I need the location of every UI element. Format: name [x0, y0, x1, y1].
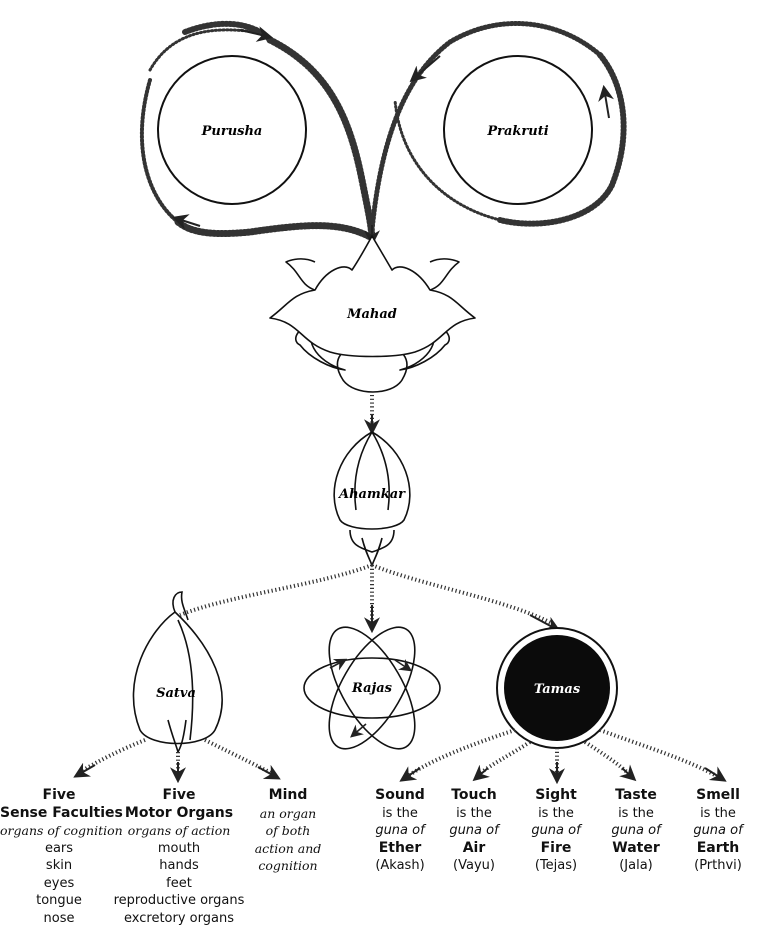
taste-line1: is the [618, 805, 654, 821]
mind-column: Mind an organ of both action and cogniti… [248, 787, 328, 875]
rajas-center [350, 666, 394, 710]
rajas-label: Rajas [351, 681, 393, 696]
mind-title: Mind [268, 787, 308, 803]
sense-item: tongue [36, 893, 82, 908]
sight-sense: Sight [535, 787, 577, 803]
sound-column: Sound is the guna of Ether (Akash) [360, 787, 440, 875]
sight-column: Sight is the guna of Fire (Tejas) [516, 787, 596, 875]
sense-item: ears [44, 840, 74, 856]
purusha-label: Purusha [201, 124, 263, 139]
taste-line2: guna of [611, 823, 661, 838]
mahad-lotus [269, 235, 476, 393]
sense-faculties-subtitle: organs of cognition [0, 823, 123, 838]
purusha-circle [157, 55, 307, 205]
rajas-orbit-arrows [329, 658, 413, 738]
sense-faculties-column: Five Sense Faculties organs of cognition… [0, 787, 123, 927]
smell-element: Earth [696, 839, 740, 856]
sense-faculties-title-2: Sense Faculties [0, 804, 123, 821]
smell-column: Smell is the guna of Earth (Prthvi) [678, 787, 758, 875]
smell-sanskrit: (Prthvi) [694, 858, 742, 873]
sense-item: nose [43, 910, 75, 926]
sight-line1: is the [538, 805, 574, 821]
sight-line2: guna of [531, 823, 581, 838]
motor-item: feet [166, 875, 192, 891]
touch-sense: Touch [451, 787, 497, 803]
taste-sanskrit: (Jala) [619, 858, 653, 873]
motor-item: hands [159, 858, 199, 873]
motor-organs-title-2: Motor Organs [124, 804, 234, 821]
touch-column: Touch is the guna of Air (Vayu) [434, 787, 514, 875]
links-ahamkar-gunas [179, 563, 556, 627]
arrows-tamas-branches [399, 762, 727, 785]
satva-label: Satva [156, 686, 196, 701]
sense-item: skin [45, 858, 73, 873]
motor-item: mouth [157, 840, 201, 856]
rajas-atom [303, 626, 441, 750]
smell-sense: Smell [696, 787, 740, 803]
touch-line1: is the [456, 805, 492, 821]
mind-line: of both [265, 823, 311, 838]
sense-item: eyes [43, 875, 75, 891]
smell-line2: guna of [693, 823, 743, 838]
mind-line: an organ [259, 805, 317, 821]
ahamkar-label: Ahamkar [337, 487, 406, 502]
mind-line: cognition [258, 858, 318, 873]
taste-column: Taste is the guna of Water (Jala) [596, 787, 676, 875]
satva-bud [132, 591, 223, 753]
sense-faculties-title-1: Five [42, 787, 76, 803]
prakruti-label: Prakruti [486, 124, 548, 139]
motor-organs-subtitle: organs of action [127, 823, 231, 838]
taste-element: Water [612, 839, 660, 856]
motor-organs-column: Five Motor Organs organs of action mouth… [108, 787, 250, 927]
mahad-label: Mahad [346, 307, 397, 322]
touch-sanskrit: (Vayu) [453, 858, 495, 873]
mind-line: action and [254, 840, 322, 856]
taste-sense: Taste [615, 787, 657, 803]
sound-element: Ether [378, 839, 422, 856]
sound-sense: Sound [375, 787, 425, 803]
touch-element: Air [462, 839, 486, 856]
ahamkar-bud [333, 431, 411, 566]
tamas-circle [504, 635, 610, 741]
motor-item: reproductive organs [113, 893, 245, 908]
sight-element: Fire [540, 839, 572, 856]
arrows-satva-branches [73, 762, 281, 784]
prakruti-circle [443, 55, 593, 205]
infinity-swirl [139, 20, 627, 244]
smell-line1: is the [700, 805, 736, 821]
sound-sanskrit: (Akash) [375, 858, 425, 873]
touch-line2: guna of [449, 823, 499, 838]
motor-item: excretory organs [124, 910, 234, 926]
tamas-label: Tamas [534, 682, 581, 697]
motor-organs-title-1: Five [162, 787, 196, 803]
sound-line2: guna of [375, 823, 425, 838]
sound-line1: is the [382, 805, 418, 821]
sight-sanskrit: (Tejas) [534, 858, 578, 873]
arrows-ahamkar-gunas [364, 605, 561, 634]
